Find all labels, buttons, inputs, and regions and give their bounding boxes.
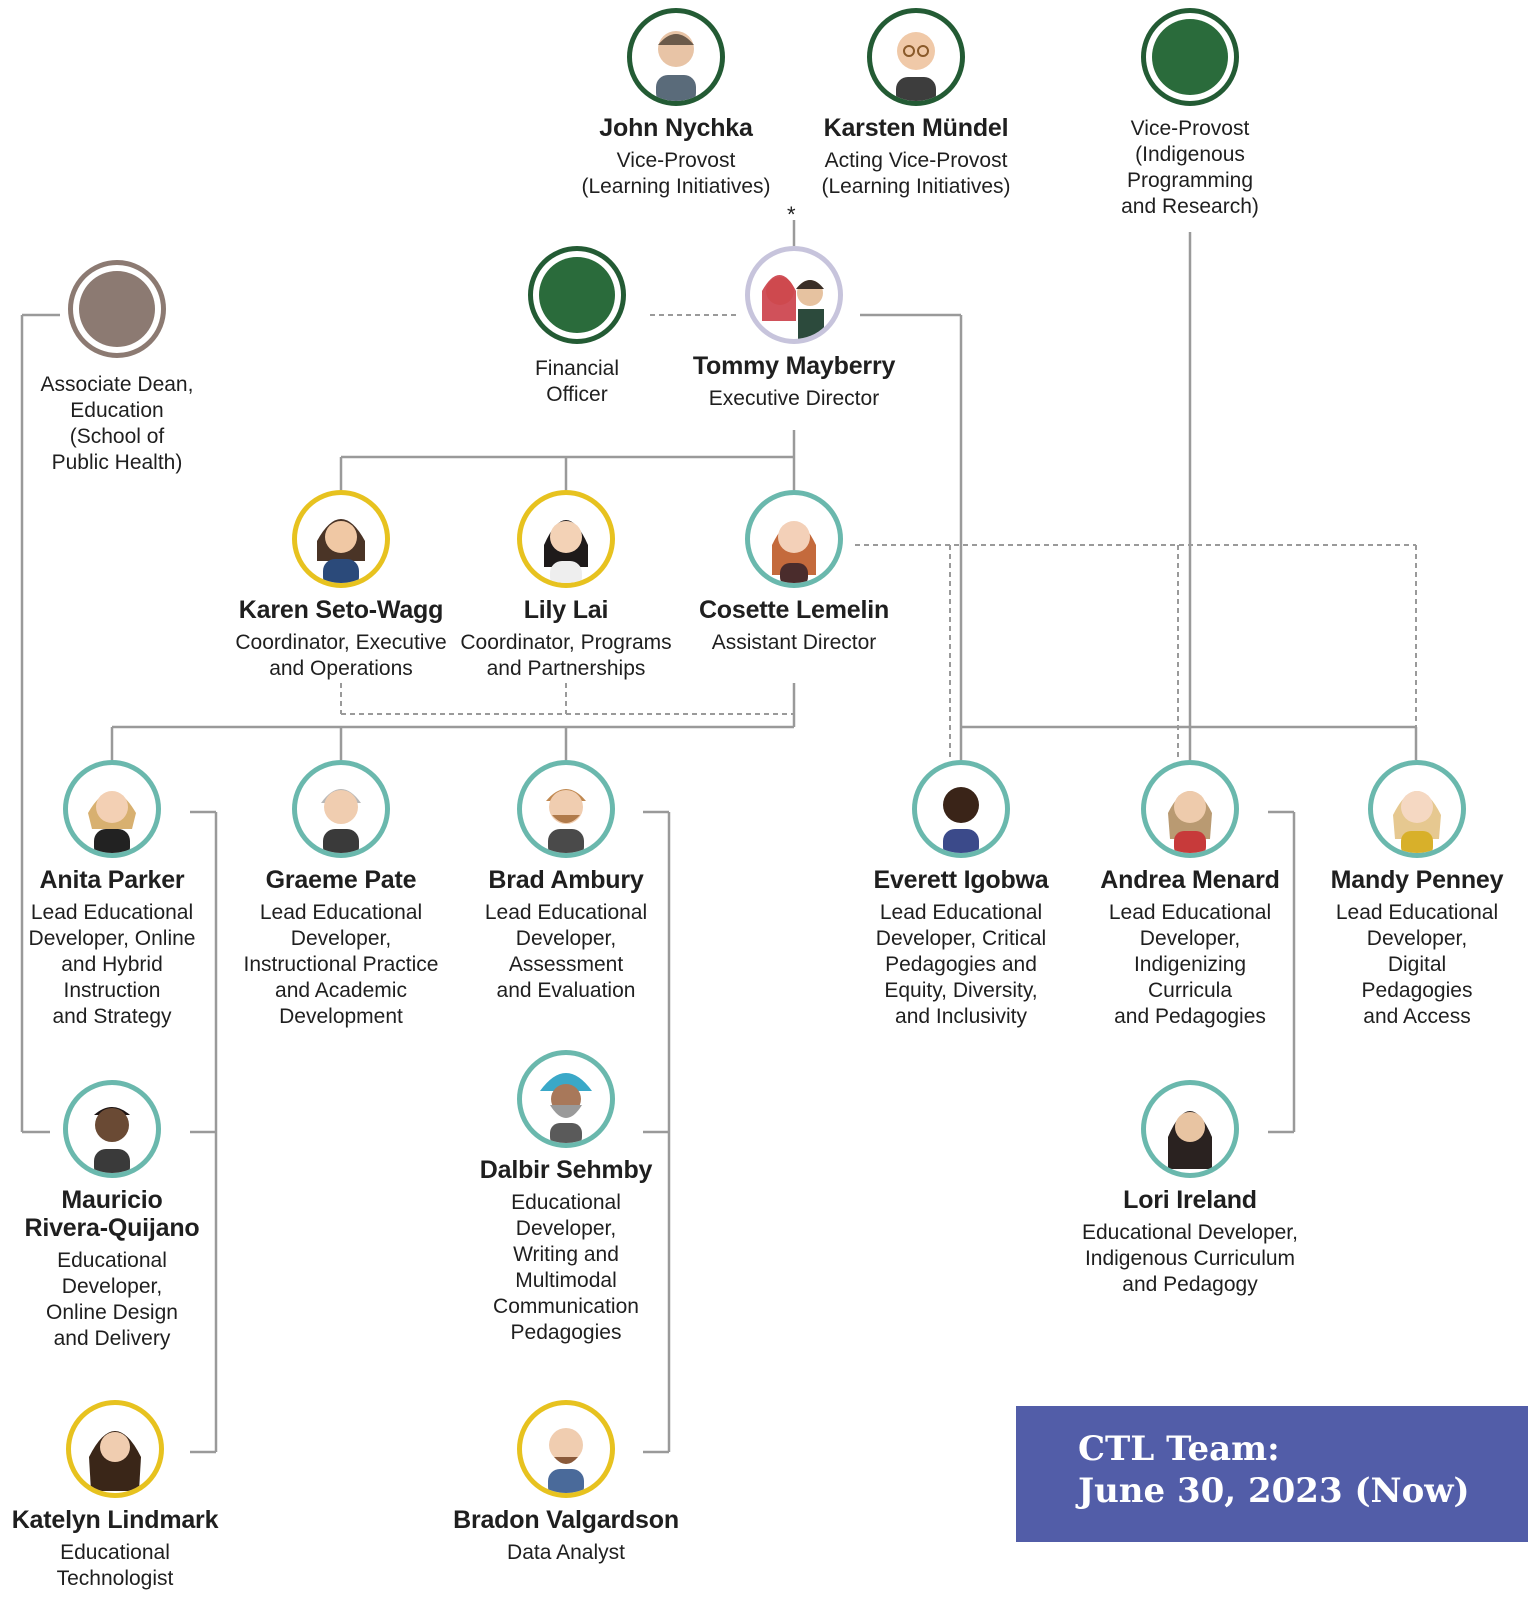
node-mauricio-rivera-quijano: Mauricio Rivera-Quijano Educational Deve… <box>12 1080 212 1352</box>
person-name: Mauricio Rivera-Quijano <box>24 1186 200 1242</box>
banner-line-2: June 30, 2023 (Now) <box>1078 1471 1470 1511</box>
avatar <box>867 8 965 106</box>
person-name: Lily Lai <box>523 596 609 624</box>
banner-line-1: CTL Team: <box>1078 1429 1280 1469</box>
person-role: Lead Educational Developer, Assessment a… <box>484 901 648 1002</box>
person-role: Educational Developer, Writing and Multi… <box>493 1191 639 1344</box>
placeholder-avatar <box>1141 8 1239 106</box>
avatar <box>63 760 161 858</box>
node-andrea-menard: Andrea Menard Lead Educational Developer… <box>1080 760 1300 1030</box>
node-john-nychka: John Nychka Vice-Provost (Learning Initi… <box>576 8 776 200</box>
avatar <box>1368 760 1466 858</box>
person-name: Katelyn Lindmark <box>11 1506 219 1534</box>
node-lily-lai: Lily Lai Coordinator, Programs and Partn… <box>456 490 676 682</box>
placeholder-avatar <box>68 260 166 358</box>
person-name: Everett Igobwa <box>873 866 1049 894</box>
node-graeme-pate: Graeme Pate Lead Educational Developer, … <box>231 760 451 1030</box>
person-name: Dalbir Sehmby <box>479 1156 653 1184</box>
person-role: Educational Developer, Online Design and… <box>46 1249 178 1350</box>
node-katelyn-lindmark: Katelyn Lindmark Educational Technologis… <box>2 1400 228 1592</box>
person-role: Data Analyst <box>507 1541 625 1564</box>
person-name: Andrea Menard <box>1100 866 1280 894</box>
avatar <box>627 8 725 106</box>
asterisk-note: * <box>787 202 796 227</box>
node-everett-igobwa: Everett Igobwa Lead Educational Develope… <box>856 760 1066 1030</box>
node-financial-officer: Financial Officer <box>487 246 667 408</box>
person-role: Lead Educational Developer, Critical Ped… <box>875 901 1047 1028</box>
person-name: Bradon Valgardson <box>453 1506 679 1534</box>
person-role: Associate Dean, Education (School of Pub… <box>40 373 194 474</box>
avatar <box>517 760 615 858</box>
avatar <box>517 490 615 588</box>
node-mandy-penney: Mandy Penney Lead Educational Developer,… <box>1312 760 1522 1030</box>
person-role: Assistant Director <box>711 631 877 654</box>
person-name: Lori Ireland <box>1123 1186 1257 1214</box>
avatar <box>292 490 390 588</box>
person-role: Coordinator, Programs and Partnerships <box>460 631 672 680</box>
person-role: Coordinator, Executive and Operations <box>235 631 447 680</box>
avatar <box>1141 1080 1239 1178</box>
person-role: Lead Educational Developer, Digital Peda… <box>1335 901 1499 1028</box>
person-role: Educational Technologist <box>56 1541 174 1590</box>
person-role: Vice-Provost (Indigenous Programming and… <box>1121 117 1259 218</box>
person-name: Tommy Mayberry <box>692 352 896 380</box>
person-name: Cosette Lemelin <box>698 596 890 624</box>
person-role: Lead Educational Developer, Indigenizing… <box>1108 901 1272 1028</box>
avatar <box>745 490 843 588</box>
avatar <box>517 1050 615 1148</box>
node-brad-ambury: Brad Ambury Lead Educational Developer, … <box>456 760 676 1004</box>
avatar <box>66 1400 164 1498</box>
node-karsten-mundel: Karsten Mündel Acting Vice-Provost (Lear… <box>806 8 1026 200</box>
node-vp-indigenous: Vice-Provost (Indigenous Programming and… <box>1080 8 1300 220</box>
avatar <box>517 1400 615 1498</box>
person-role: Vice-Provost (Learning Initiatives) <box>581 149 771 198</box>
node-dalbir-sehmby: Dalbir Sehmby Educational Developer, Wri… <box>456 1050 676 1346</box>
avatar <box>63 1080 161 1178</box>
person-name: Anita Parker <box>39 866 185 894</box>
person-role: Executive Director <box>708 387 880 410</box>
person-role: Educational Developer, Indigenous Curric… <box>1082 1221 1298 1296</box>
placeholder-avatar <box>528 246 626 344</box>
node-anita-parker: Anita Parker Lead Educational Developer,… <box>12 760 212 1030</box>
node-lori-ireland: Lori Ireland Educational Developer, Indi… <box>1060 1080 1320 1298</box>
avatar <box>1141 760 1239 858</box>
title-banner: CTL Team: June 30, 2023 (Now) <box>1016 1406 1528 1542</box>
person-role: Acting Vice-Provost (Learning Initiative… <box>821 149 1011 198</box>
avatar <box>912 760 1010 858</box>
person-name: Mandy Penney <box>1330 866 1504 894</box>
node-karen-seto-wagg: Karen Seto-Wagg Coordinator, Executive a… <box>231 490 451 682</box>
person-name: Karsten Mündel <box>823 114 1009 142</box>
person-name: Graeme Pate <box>265 866 417 894</box>
person-role: Lead Educational Developer, Instructiona… <box>243 901 439 1028</box>
person-name: Brad Ambury <box>488 866 644 894</box>
node-associate-dean: Associate Dean, Education (School of Pub… <box>12 260 222 476</box>
node-cosette-lemelin: Cosette Lemelin Assistant Director <box>684 490 904 656</box>
person-name: John Nychka <box>599 114 753 142</box>
avatar <box>292 760 390 858</box>
person-role: Financial Officer <box>534 357 620 406</box>
person-name: Karen Seto-Wagg <box>238 596 444 624</box>
person-role: Lead Educational Developer, Online and H… <box>28 901 196 1028</box>
node-bradon-valgardson: Bradon Valgardson Data Analyst <box>446 1400 686 1566</box>
avatar <box>745 246 843 344</box>
node-tommy-mayberry: Tommy Mayberry Executive Director <box>684 246 904 412</box>
